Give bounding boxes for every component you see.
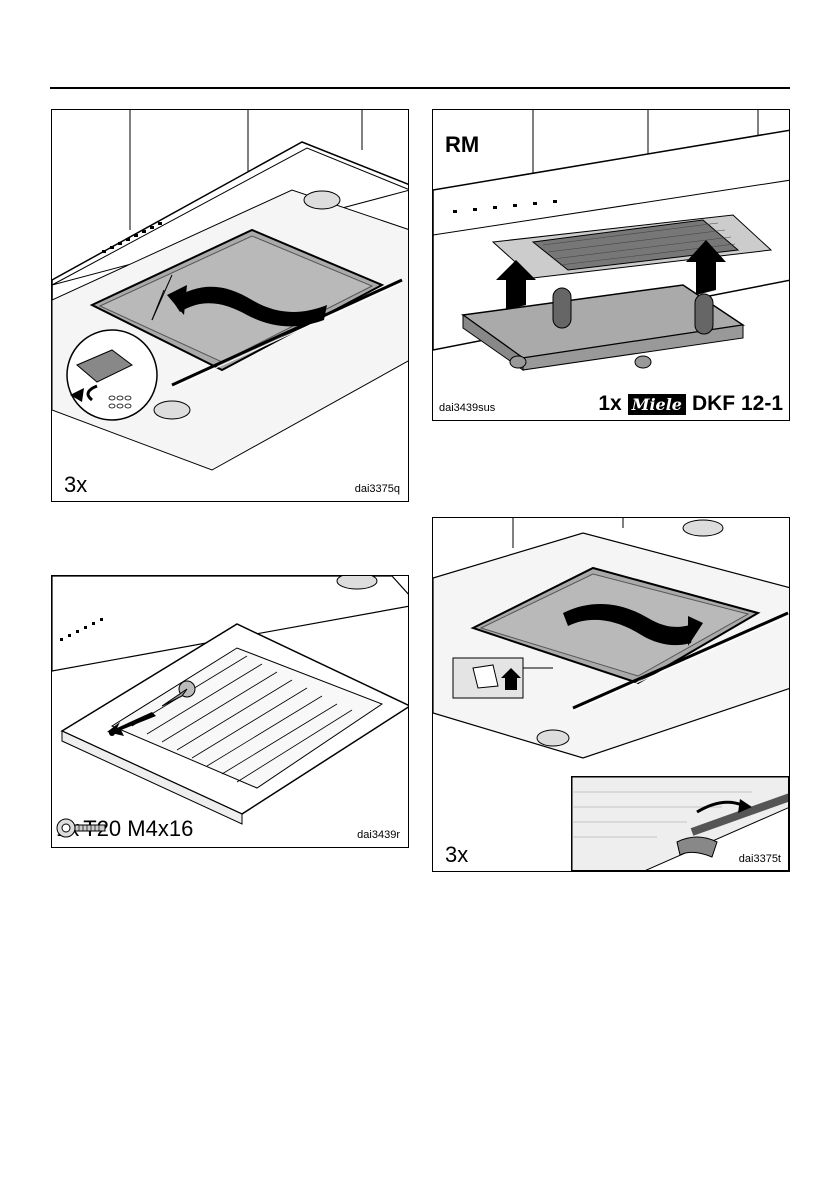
figure-code: dai3439sus: [439, 402, 495, 414]
figure-insert-filter: 3x dai3375t: [432, 517, 790, 872]
part-reference: 1x Miele DKF 12-1: [598, 392, 783, 416]
header-rule: [50, 87, 790, 89]
figure-code: dai3375q: [355, 483, 400, 495]
screw-spec: 1x T20 M4x16: [56, 816, 193, 842]
model-tag: RM: [445, 132, 479, 158]
figure-code: dai3375t: [739, 853, 781, 865]
illustration-filter-screw: [52, 576, 409, 848]
illustration-hood-underside: [52, 110, 409, 502]
illustration-charcoal-filter-install: [433, 110, 790, 421]
brand-logo: Miele: [628, 394, 686, 415]
screw-icon: [56, 816, 108, 840]
part-number: DKF 12-1: [692, 392, 783, 416]
figure-charcoal-filter: RM dai3439sus 1x Miele DKF 12-1: [432, 109, 790, 421]
figure-remove-grease-filter: 3x dai3375q: [51, 109, 409, 502]
quantity-label: 3x: [445, 842, 468, 868]
figure-code: dai3439r: [357, 829, 400, 841]
quantity-label: 1x: [598, 392, 621, 416]
quantity-label: 3x: [64, 472, 87, 498]
figure-screw-removal: 1x T20 M4x16 dai3439r: [51, 575, 409, 848]
